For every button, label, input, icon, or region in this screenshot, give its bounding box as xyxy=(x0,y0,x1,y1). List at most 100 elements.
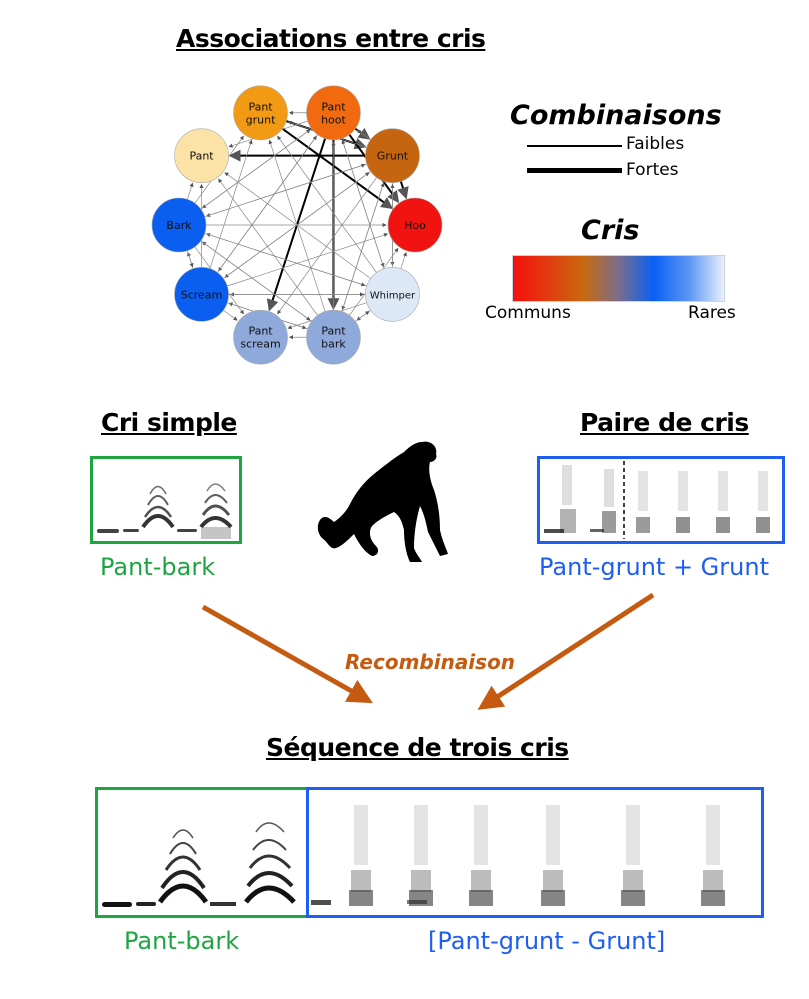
weak-edge xyxy=(200,240,311,321)
spectrogram-segment xyxy=(411,870,431,892)
call-pair-caption: Pant-grunt + Grunt xyxy=(539,553,769,581)
spectrogram-image xyxy=(97,483,233,539)
weak-edge xyxy=(341,139,385,269)
node-label: Scream xyxy=(181,288,223,301)
strong-edge xyxy=(281,127,394,210)
node-circle xyxy=(233,309,288,365)
call-pair-title: Paire de cris xyxy=(580,408,749,437)
weak-edge xyxy=(400,251,407,269)
network-title: Associations entre cris xyxy=(176,24,486,53)
sequence-pant-grunt-grunt-spectrogram xyxy=(306,787,764,918)
node-circle xyxy=(306,85,361,141)
node-label: grunt xyxy=(246,113,276,126)
node-grunt: Grunt xyxy=(365,128,420,183)
node-circle xyxy=(365,267,420,322)
node-pant: Pant xyxy=(174,128,229,183)
spectrogram-segment xyxy=(311,900,331,905)
right-recombination-arrow xyxy=(477,592,655,710)
node-circle xyxy=(233,85,288,141)
spectrogram-segment xyxy=(703,870,723,892)
node-label: Bark xyxy=(166,219,192,232)
sequence-left-caption: Pant-bark xyxy=(124,927,240,955)
node-label: Pant xyxy=(321,325,346,338)
recombination-label: Recombinaison xyxy=(345,650,516,674)
combinations-legend-title: Combinaisons xyxy=(510,100,722,131)
strong-edge xyxy=(266,138,327,312)
weak-edge xyxy=(187,250,194,268)
call-network-graph: PantgruntPanthootGruntHooWhimperPantbark… xyxy=(151,85,443,365)
spectrogram-segment xyxy=(469,890,493,906)
weak-edge xyxy=(227,233,389,287)
strong-edge xyxy=(397,181,409,200)
single-call-spectrogram xyxy=(90,456,242,544)
node-circle xyxy=(387,197,443,253)
spectrogram-segment xyxy=(623,870,643,892)
node-label: Pant xyxy=(248,100,273,113)
spectrogram-segment xyxy=(351,870,371,892)
spectrogram-image xyxy=(311,805,725,906)
calls-legend-title: Cris xyxy=(581,215,640,246)
sequence-pant-bark-spectrogram xyxy=(95,787,309,918)
node-label: Pant xyxy=(189,150,214,163)
weak-edge xyxy=(277,177,377,315)
spectrogram-segment xyxy=(543,870,563,892)
sequence-title: Séquence de trois cris xyxy=(266,733,569,762)
weak-edge xyxy=(204,163,366,217)
weak-edge xyxy=(277,135,377,273)
node-whimper: Whimper xyxy=(365,267,420,322)
spectrogram-segment xyxy=(471,870,491,892)
weak-edge xyxy=(187,182,194,200)
spectrogram-segment xyxy=(701,890,725,906)
weak-label: Faibles xyxy=(626,134,685,154)
weak-edge xyxy=(268,139,326,312)
spectrogram-segment xyxy=(621,890,645,906)
weak-edge xyxy=(217,135,317,273)
node-label: bark xyxy=(321,338,346,351)
strong-line-sample xyxy=(527,168,622,173)
single-call-title: Cri simple xyxy=(101,408,237,437)
sequence-right-caption: [Pant-grunt - Grunt] xyxy=(428,927,666,955)
left-recombination-arrow xyxy=(201,604,373,704)
node-label: Grunt xyxy=(377,150,409,163)
single-call-caption: Pant-bark xyxy=(100,553,216,581)
node-circle xyxy=(151,197,207,253)
scale-right-label: Rares xyxy=(688,303,736,323)
scale-left-label: Communs xyxy=(485,303,571,323)
node-circle xyxy=(306,309,361,365)
weak-edge xyxy=(218,178,318,316)
weak-edge xyxy=(223,172,370,279)
node-label: scream xyxy=(240,338,280,351)
weak-edge xyxy=(209,139,253,269)
node-circle xyxy=(174,128,229,183)
spectrogram-segment xyxy=(414,805,428,865)
node-hoo: Hoo xyxy=(387,197,443,253)
node-circle xyxy=(174,267,229,322)
weak-edge xyxy=(204,233,366,287)
strong-label: Fortes xyxy=(626,160,679,180)
spectrogram-segment xyxy=(626,805,640,865)
node-circle xyxy=(365,128,420,183)
recombination-arrows xyxy=(201,592,655,710)
frequency-color-scale xyxy=(512,255,725,302)
node-bark: Bark xyxy=(151,197,207,253)
call-pair-spectrogram xyxy=(537,456,785,544)
chimpanzee-silhouette-icon xyxy=(317,441,448,562)
spectrogram-image xyxy=(102,822,296,907)
node-label: Hoo xyxy=(404,219,426,232)
weak-edge xyxy=(341,182,385,312)
spectrogram-image xyxy=(544,461,770,539)
node-label: Whimper xyxy=(370,290,416,301)
node-label: Pant xyxy=(321,100,346,113)
spectrogram-segment xyxy=(407,900,427,904)
weak-edge xyxy=(223,309,238,321)
spectrogram-segment xyxy=(706,805,720,865)
spectrogram-segment xyxy=(541,890,565,906)
spectrogram-segment xyxy=(474,805,488,865)
spectrogram-segment xyxy=(546,805,560,865)
spectrogram-segment xyxy=(349,890,373,906)
node-label: hoot xyxy=(321,113,346,126)
node-label: Pant xyxy=(248,325,273,338)
